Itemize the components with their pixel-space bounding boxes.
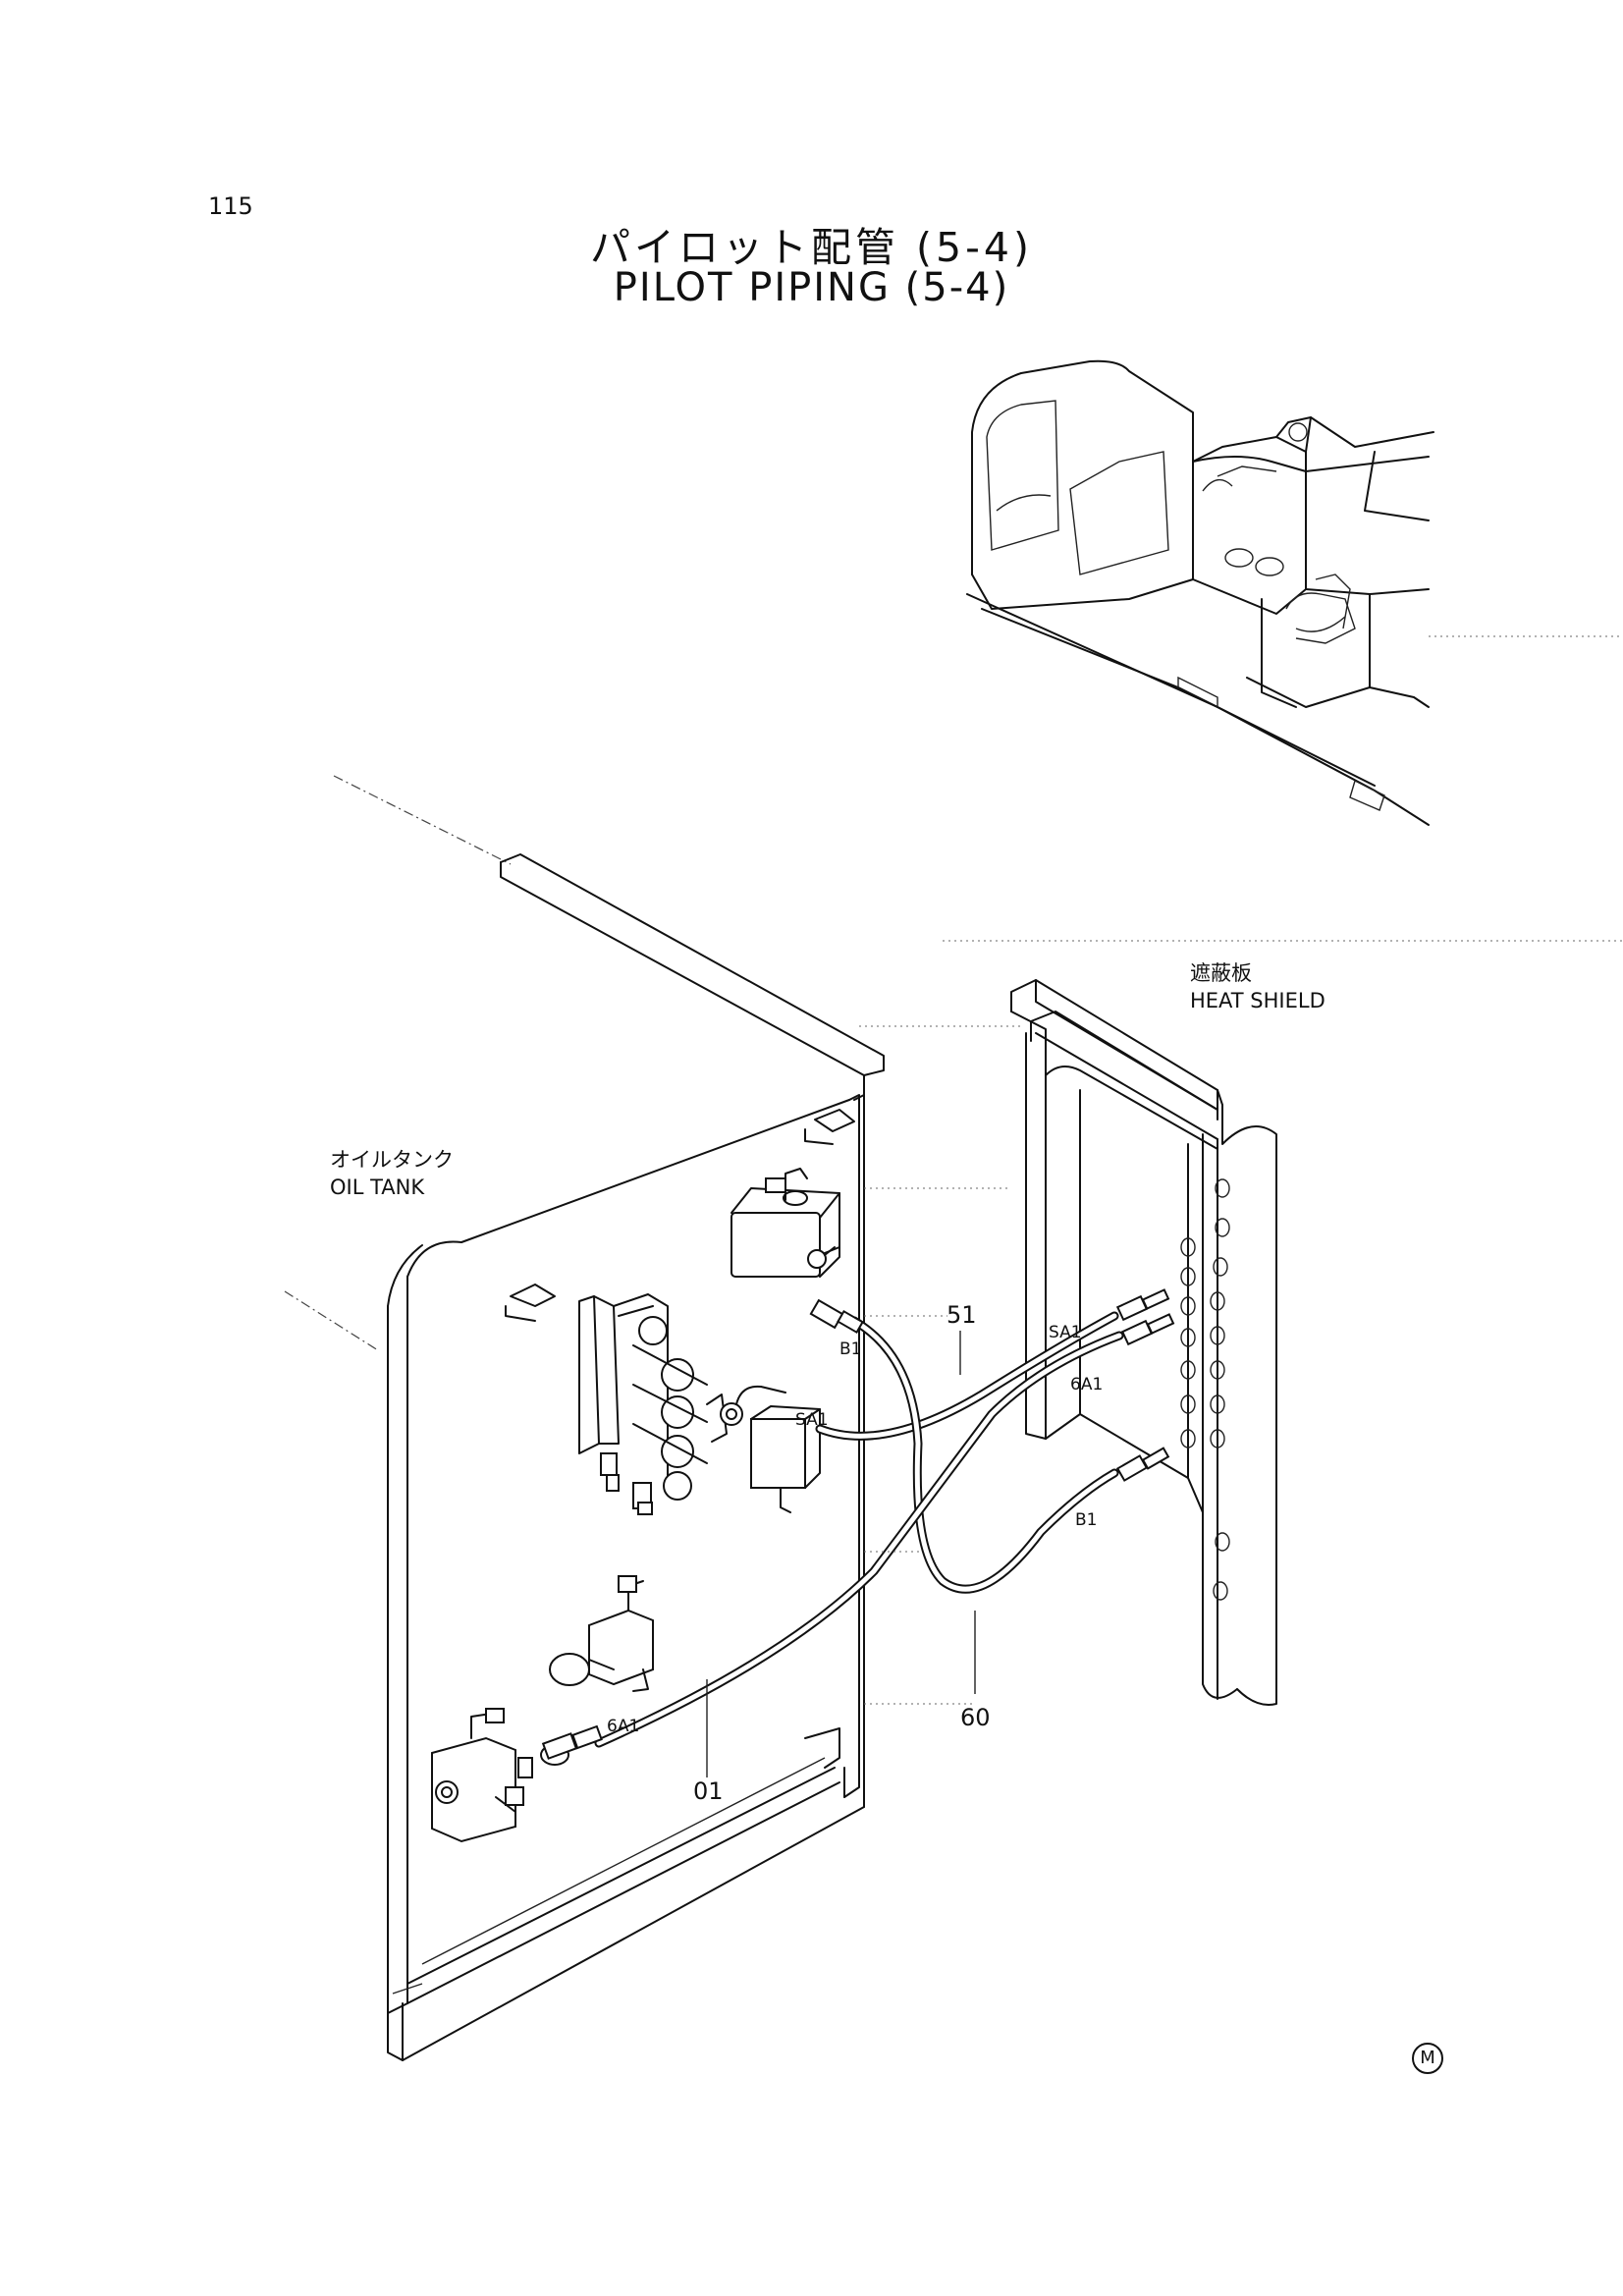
port-label-sa1-left: SA1 — [795, 1410, 829, 1430]
oil-tank-label-en: OIL TANK — [330, 1175, 425, 1199]
oil-tank — [284, 775, 885, 2061]
heat-shield-label-jp: 遮蔽板 — [1190, 961, 1252, 985]
valve-block-top — [730, 1168, 840, 1278]
callout-60: 60 — [960, 1704, 991, 1731]
port-label-6a1-bottom: 6A1 — [607, 1717, 640, 1736]
port-label-b1-top: B1 — [839, 1339, 862, 1359]
page-number: 115 — [208, 192, 253, 220]
leader-lines — [706, 1187, 1011, 1777]
pilot-manifold — [578, 1293, 743, 1515]
title-english: PILOT PIPING (5-4) — [613, 265, 1010, 310]
port-label-b1-right: B1 — [1075, 1510, 1098, 1530]
callout-01: 01 — [693, 1777, 724, 1805]
hose-fittings — [541, 1288, 1175, 1760]
port-label-sa1-right: SA1 — [1049, 1323, 1082, 1342]
port-label-6a1-right: 6A1 — [1070, 1375, 1104, 1394]
check-valve-middle — [549, 1575, 654, 1692]
valve-block-bottom — [431, 1708, 569, 1843]
heat-shield — [1010, 979, 1277, 1706]
callout-51: 51 — [947, 1301, 977, 1329]
heat-shield-holes — [1180, 1178, 1230, 1601]
title-japanese: パイロット配管 (5-4) — [590, 224, 1033, 271]
excavator-inset — [966, 359, 1623, 826]
hoses — [594, 1311, 1124, 1748]
solenoid-valve — [735, 1385, 821, 1513]
manufacturer-mark: M — [1412, 2043, 1443, 2074]
oil-tank-label-jp: オイルタンク — [330, 1148, 454, 1172]
heat-shield-label-en: HEAT SHIELD — [1190, 989, 1325, 1012]
